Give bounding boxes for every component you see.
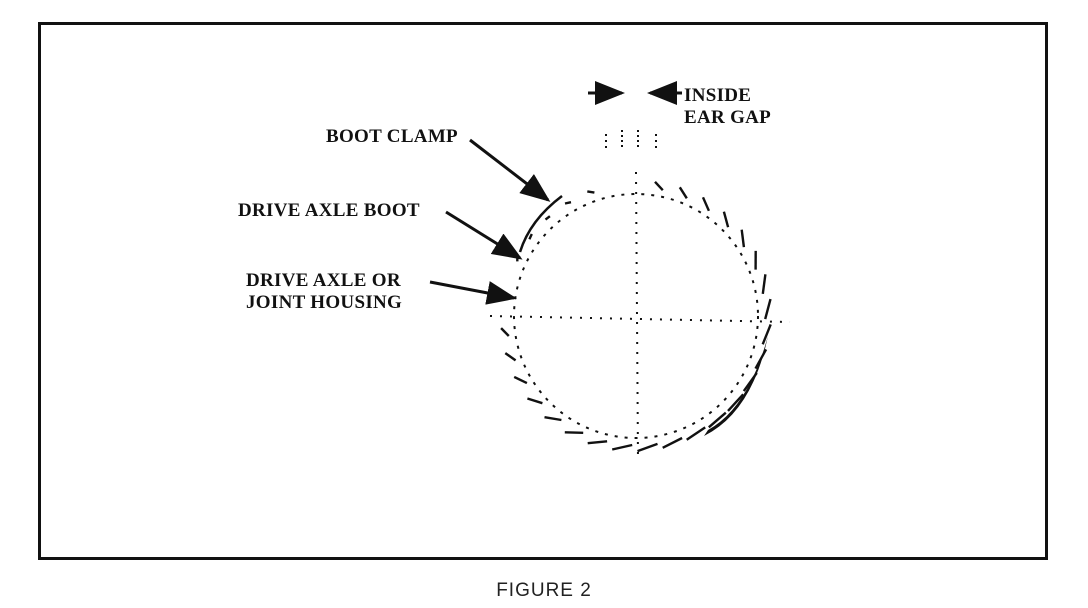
- boot-hatch-mark: [544, 416, 562, 422]
- boot-hatch-mark: [654, 180, 664, 192]
- boot-hatch-mark: [587, 190, 595, 194]
- boot-hatch-mark: [637, 442, 658, 453]
- boot-hatch-mark: [727, 393, 745, 412]
- label-gap-line2: EAR GAP: [684, 107, 772, 128]
- boot-hatch-mark: [544, 215, 551, 221]
- leader-drive-axle-boot: [445, 210, 523, 260]
- clamp-crescent: [704, 336, 768, 436]
- boot-hatch-mark: [587, 440, 608, 445]
- boot-hatch-mark: [761, 274, 767, 295]
- label-inside-ear-gap: INSIDE EAR GAP: [684, 85, 771, 129]
- boot-hatch-mark: [564, 201, 572, 205]
- boot-hatch-marks: [500, 180, 772, 453]
- label-boot-clamp: BOOT CLAMP: [326, 126, 458, 147]
- boot-hatch-mark: [662, 436, 683, 449]
- boot-hatch-mark: [528, 233, 533, 240]
- boot-hatch-mark: [527, 397, 543, 405]
- leader-boot-clamp: [469, 138, 551, 202]
- label-housing-line2: JOINT HOUSING: [246, 292, 403, 313]
- boot-hatch-mark: [686, 426, 706, 441]
- boot-hatch-mark: [611, 443, 633, 451]
- boot-hatch-mark: [740, 229, 746, 248]
- boot-hatch-mark: [764, 298, 772, 320]
- boot-hatch-mark: [500, 327, 510, 337]
- label-gap-line1: INSIDE: [684, 85, 752, 106]
- label-housing-line1: DRIVE AXLE OR: [246, 270, 401, 291]
- crosshair-horizontal: [489, 315, 791, 323]
- joint-housing-circle: [513, 193, 759, 439]
- boot-hatch-mark: [513, 375, 528, 385]
- boot-hatch-mark: [761, 323, 772, 345]
- label-drive-axle-or-joint-housing: DRIVE AXLE OR JOINT HOUSING: [246, 270, 402, 314]
- boot-clamp-arc: [518, 195, 563, 253]
- boot-hatch-mark: [722, 211, 730, 228]
- clamp-ear-marks: [605, 130, 657, 148]
- crosshair-vertical: [635, 171, 639, 461]
- boot-hatch-mark: [708, 411, 727, 429]
- boot-hatch-mark: [564, 431, 584, 434]
- boot-hatch-mark: [701, 196, 710, 212]
- label-drive-axle-boot: DRIVE AXLE BOOT: [238, 200, 420, 221]
- boot-hatch-mark: [678, 186, 688, 199]
- leader-housing: [429, 280, 517, 305]
- boot-hatch-mark: [504, 352, 517, 362]
- figure-frame: [38, 22, 1048, 560]
- figure-caption: FIGURE 2: [496, 580, 592, 601]
